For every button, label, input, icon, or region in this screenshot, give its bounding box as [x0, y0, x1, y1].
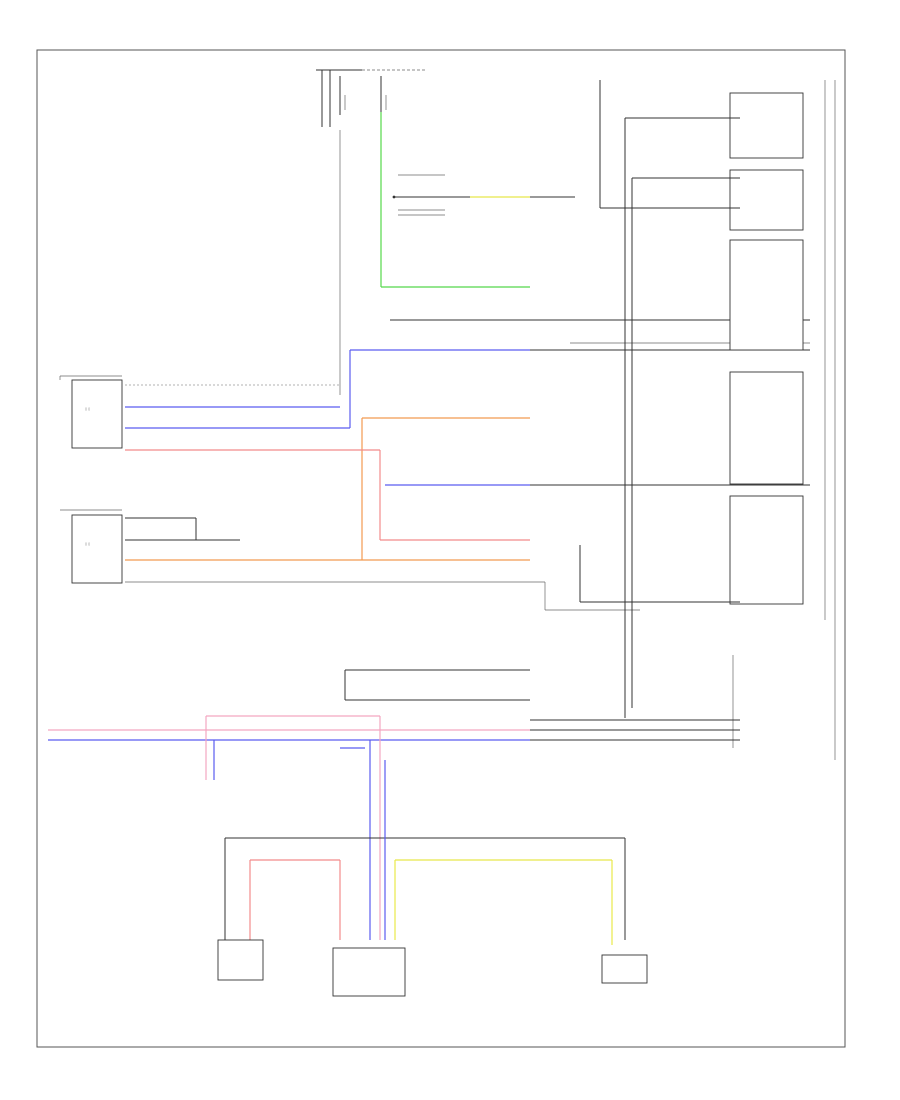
ecm-connector [530, 655, 740, 748]
diagram-frame [36, 49, 846, 1048]
sensor-ground-top [392, 174, 575, 216]
wire-long-pair [48, 715, 530, 940]
harness-mid [344, 669, 530, 701]
wire-red-sensor [125, 449, 530, 541]
sensor-left-lower: ▯ ▯ [60, 509, 640, 611]
svg-text:▯ ▯: ▯ ▯ [85, 407, 90, 411]
wire-green [380, 112, 530, 288]
relay-stack [729, 80, 836, 760]
wire-orange [125, 417, 530, 561]
relay-bus [579, 80, 740, 718]
sensor-left-upper: ▯ ▯ [59, 375, 123, 449]
svg-text:▯ ▯: ▯ ▯ [85, 542, 90, 546]
ecu-bottom-center [332, 947, 406, 997]
sensor-bottom-left [217, 939, 264, 981]
power-source-top [316, 69, 425, 395]
bottom-harness-frame [224, 760, 626, 945]
wire-blue-upper [125, 349, 810, 429]
module-bottom-right [601, 954, 648, 984]
